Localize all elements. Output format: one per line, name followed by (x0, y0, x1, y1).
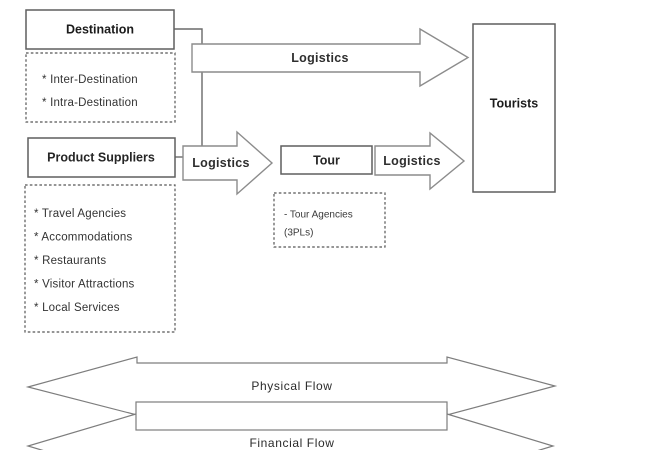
supplier-list-item: * Travel Agencies (34, 208, 126, 220)
physical-flow-label: Physical Flow (251, 379, 332, 393)
tour-agencies-note-line: (3PLs) (284, 228, 313, 239)
financial-flow-left-arrowhead (25, 413, 137, 450)
top-logistics-arrow-label: Logistics (291, 51, 349, 65)
tour-agencies-note-line: - Tour Agencies (284, 210, 353, 221)
suppliers-dashed-box (24, 184, 176, 333)
mid-left-logistics-arrow-label: Logistics (192, 156, 250, 170)
tourists-box (472, 23, 556, 193)
destination-box (25, 9, 175, 50)
financial-flow-label: Financial Flow (249, 436, 334, 450)
mid-right-logistics-arrow-label: Logistics (383, 154, 441, 168)
supplier-list-item: * Restaurants (34, 255, 106, 267)
destination-type-item: * Inter-Destination (42, 74, 138, 86)
tourists-box-label: Tourists (490, 96, 538, 110)
tour-agencies-dashed-box (273, 192, 386, 248)
supplier-list-item: * Visitor Attractions (34, 279, 135, 291)
mid-left-logistics-arrow (182, 130, 274, 196)
destination-types-dashed-box (25, 52, 176, 123)
supplier-list-item: * Local Services (34, 302, 120, 314)
supplier-list-item: * Accommodations (34, 232, 132, 244)
mid-right-logistics-arrow (374, 131, 466, 191)
top-logistics-arrow (191, 27, 470, 88)
product-suppliers-box (27, 137, 176, 178)
destination-to-logistics-connector-line (174, 28, 203, 160)
tour-box-label: Tour (313, 153, 340, 167)
destination-box-label: Destination (66, 22, 134, 36)
financial-flow-right-arrowhead (446, 413, 556, 450)
financial-flow-arrow-body (135, 401, 448, 431)
destination-type-item: * Intra-Destination (42, 97, 138, 109)
product-suppliers-box-label: Product Suppliers (47, 150, 155, 164)
tour-box (280, 145, 373, 175)
